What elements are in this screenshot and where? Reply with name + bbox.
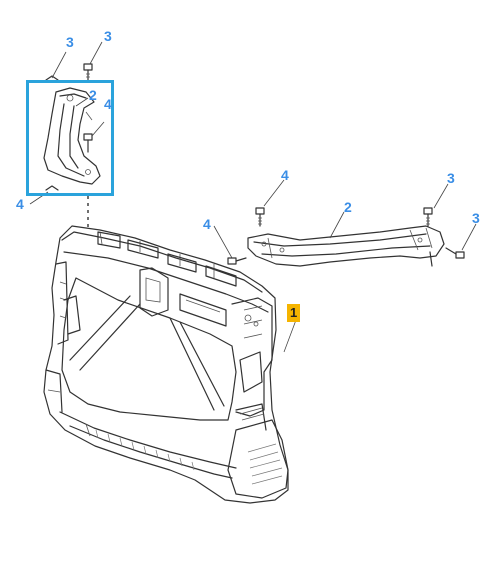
bolt-3-top bbox=[423, 207, 433, 227]
callout-2-inset[interactable]: 2 bbox=[89, 87, 97, 103]
callout-3-main-right[interactable]: 3 bbox=[472, 210, 480, 226]
callout-1-frame[interactable]: 1 bbox=[287, 304, 301, 322]
inset-highlight-frame bbox=[26, 80, 114, 196]
callout-3-main-top[interactable]: 3 bbox=[447, 170, 455, 186]
upper-bracket-main bbox=[247, 225, 445, 267]
leader-lines bbox=[29, 41, 477, 353]
clip-inset-bottom bbox=[45, 185, 59, 191]
callout-2-main[interactable]: 2 bbox=[344, 199, 352, 215]
side-bracket-inset bbox=[43, 87, 101, 185]
clip-inset-top bbox=[45, 75, 59, 81]
callout-3-inset-left[interactable]: 3 bbox=[66, 34, 74, 50]
bolt-4-left bbox=[227, 257, 247, 265]
callout-3-inset-right[interactable]: 3 bbox=[104, 28, 112, 44]
callout-4-main-left[interactable]: 4 bbox=[203, 216, 211, 232]
callout-4-inset-left[interactable]: 4 bbox=[16, 196, 24, 212]
bolt-4-top bbox=[255, 207, 265, 227]
bolt-3-right bbox=[445, 247, 465, 259]
bolt-inset-mid bbox=[83, 133, 93, 153]
callout-4-inset-right[interactable]: 4 bbox=[104, 96, 112, 112]
callout-4-main-top[interactable]: 4 bbox=[281, 167, 289, 183]
radiator-support-frame bbox=[43, 225, 289, 504]
